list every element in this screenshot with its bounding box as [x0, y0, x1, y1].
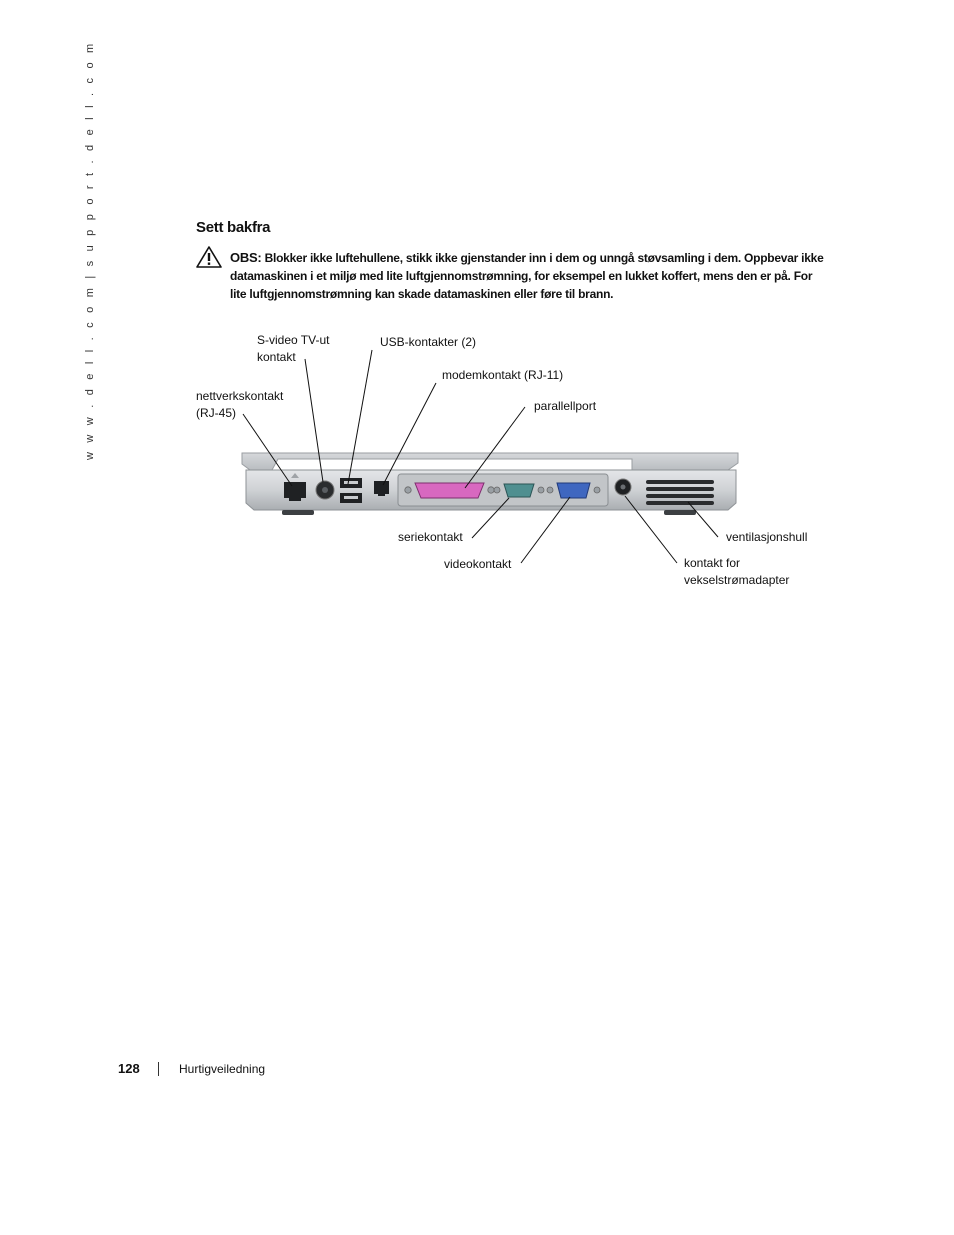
modem-label: modemkontakt (RJ-11) [442, 368, 564, 382]
section-title: Sett bakfra [196, 219, 271, 236]
parallel-label: parallellport [534, 399, 597, 413]
svideo-label: S-video TV-ut kontakt [257, 332, 329, 366]
ac-adapter-label-line2: vekselstrømadapter [684, 573, 790, 587]
svideo-port-icon [315, 480, 335, 500]
network-label-line1: nettverkskontakt [196, 389, 284, 403]
notice-body: Blokker ikke luftehullene, stikk ikke gj… [230, 251, 824, 301]
footer-doc-title: Hurtigveiledning [179, 1062, 266, 1076]
video-label: videokontakt [444, 557, 512, 571]
network-label-line2: (RJ-45) [196, 406, 237, 420]
notice-text: OBS: Blokker ikke luftehullene, stikk ik… [230, 249, 830, 303]
svideo-label-line1: S-video TV-ut [257, 333, 330, 347]
parallel-port-icon [404, 482, 495, 499]
svideo-label-line2: kontakt [257, 350, 296, 364]
serial-label: seriekontakt [398, 530, 463, 544]
usb-ports-icon [340, 478, 362, 503]
vents-label: ventilasjonshull [726, 530, 808, 544]
modem-port-icon [374, 481, 389, 496]
ac-adapter-label: kontakt for vekselstrømadapter [684, 555, 789, 589]
footer-divider [158, 1062, 159, 1076]
air-vents-icon [646, 480, 714, 505]
network-label: nettverkskontakt (RJ-45) [196, 388, 283, 422]
usb-label: USB-kontakter (2) [380, 335, 477, 349]
page-number: 128 [118, 1061, 140, 1076]
network-port-icon [284, 473, 306, 501]
ac-adapter-label-line1: kontakt for [684, 556, 741, 570]
callout-lines [242, 349, 719, 564]
notice-prefix: OBS: [230, 250, 262, 265]
laptop-illustration [241, 452, 739, 515]
ac-adapter-port-icon [614, 478, 632, 496]
warning-icon [196, 246, 222, 268]
serial-port-icon [493, 483, 545, 498]
video-port-icon [546, 482, 601, 499]
